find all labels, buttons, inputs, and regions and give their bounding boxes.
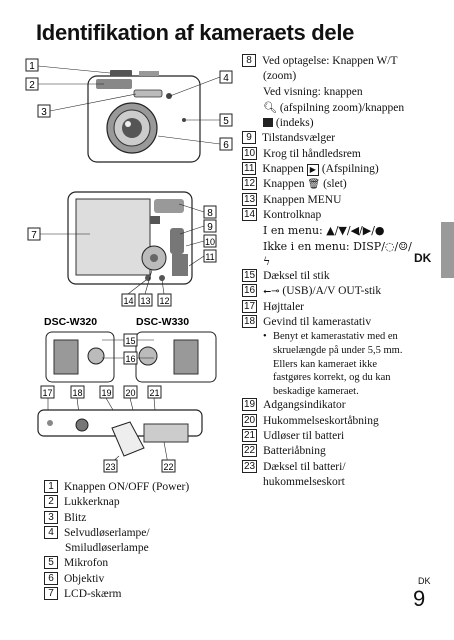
list-item-8-cont: (indeks) xyxy=(242,116,412,131)
list-item-14-cont: I en menu: ▲/▼/◀/▶/● xyxy=(263,224,385,238)
callout-7: 7 xyxy=(27,227,41,241)
camera-back-figure: 7 8 9 10 11 14 13 12 xyxy=(27,191,217,307)
callout-14: 14 xyxy=(121,293,136,307)
callout-12: 12 xyxy=(157,293,172,307)
list-item-18-note: • Benyt et kamerastativ med en skruelæng… xyxy=(263,331,403,397)
playback-icon: ▶ xyxy=(306,164,319,177)
svg-text:2: 2 xyxy=(29,80,35,91)
svg-text:12: 12 xyxy=(159,296,169,306)
svg-text:8: 8 xyxy=(207,208,213,219)
svg-text:4: 4 xyxy=(223,73,229,84)
language-label: DK xyxy=(414,251,432,265)
svg-text:23: 23 xyxy=(105,462,115,472)
footer-language: DK xyxy=(418,576,431,586)
camera-diagrams: 1 2 3 4 5 6 7 8 9 10 11 14 13 12 D xyxy=(25,58,233,473)
svg-text:19: 19 xyxy=(101,388,111,398)
callout-23: 23 xyxy=(103,459,118,473)
svg-text:10: 10 xyxy=(205,237,215,247)
svg-text:14: 14 xyxy=(123,296,133,306)
callout-20: 20 xyxy=(123,385,138,399)
callout-21: 21 xyxy=(147,385,162,399)
svg-text:11: 11 xyxy=(205,252,214,262)
callout-5: 5 xyxy=(219,113,233,127)
svg-text:13: 13 xyxy=(140,296,150,306)
callout-4: 4 xyxy=(219,70,233,84)
svg-text:22: 22 xyxy=(163,462,173,472)
usb-icon: ⭠⊸ xyxy=(263,286,280,298)
list-item-23-cont: hukommelseskort xyxy=(263,475,345,488)
svg-text:DSC-W330: DSC-W330 xyxy=(136,316,189,328)
callout-15: 15 xyxy=(123,333,138,347)
callout-22: 22 xyxy=(161,459,176,473)
trash-icon: 🗑︎ xyxy=(307,179,321,191)
svg-text:18: 18 xyxy=(72,388,82,398)
zoom-icon: 🔍︎ xyxy=(263,100,277,114)
camera-bottom-figure: 17 18 19 20 21 23 22 xyxy=(37,385,203,473)
camera-front-figure: 1 2 3 4 5 6 xyxy=(25,58,233,163)
callout-11: 11 xyxy=(203,249,217,263)
callout-3: 3 xyxy=(37,104,51,118)
callout-19: 19 xyxy=(99,385,114,399)
index-icon xyxy=(263,118,273,128)
list-item-8-cont: 🔍︎ (afspilning zoom)/knappen xyxy=(263,100,405,114)
svg-text:16: 16 xyxy=(125,354,135,364)
list-item-8-cont: Ved visning: knappen xyxy=(263,85,363,98)
list-item-8-cont: (zoom) xyxy=(263,70,297,83)
svg-text:9: 9 xyxy=(207,222,213,233)
list-item-4-cont: Smiludløserlampe xyxy=(65,542,149,555)
svg-text:DSC-W320: DSC-W320 xyxy=(44,316,97,328)
page-title: Identifikation af kameraets dele xyxy=(36,20,355,45)
list-item-16: 16⭠⊸ (USB)/A/V OUT-stik xyxy=(242,284,382,298)
callout-18: 18 xyxy=(70,385,85,399)
svg-text:3: 3 xyxy=(41,107,47,118)
callout-10: 10 xyxy=(203,234,217,248)
svg-text:7: 7 xyxy=(31,230,37,241)
camera-side-figures: DSC-W320 DSC-W330 15 16 xyxy=(44,316,217,383)
callout-8: 8 xyxy=(203,205,217,219)
svg-text:15: 15 xyxy=(125,336,135,346)
callout-6: 6 xyxy=(219,137,233,151)
svg-text:17: 17 xyxy=(42,388,52,398)
svg-text:6: 6 xyxy=(223,140,229,151)
callout-9: 9 xyxy=(203,219,217,233)
callout-1: 1 xyxy=(25,58,39,72)
callout-2: 2 xyxy=(25,77,39,91)
list-item-14-cont: Ikke i en menu: DISP/◌/☺/ϟ xyxy=(263,239,412,268)
svg-text:1: 1 xyxy=(29,61,35,72)
page-number: 9 xyxy=(413,586,426,611)
callout-17: 17 xyxy=(40,385,55,399)
svg-text:20: 20 xyxy=(125,388,135,398)
svg-text:5: 5 xyxy=(223,116,229,127)
callout-13: 13 xyxy=(138,293,153,307)
svg-text:21: 21 xyxy=(149,388,159,398)
callout-16: 16 xyxy=(123,351,138,365)
section-tab xyxy=(441,222,454,278)
